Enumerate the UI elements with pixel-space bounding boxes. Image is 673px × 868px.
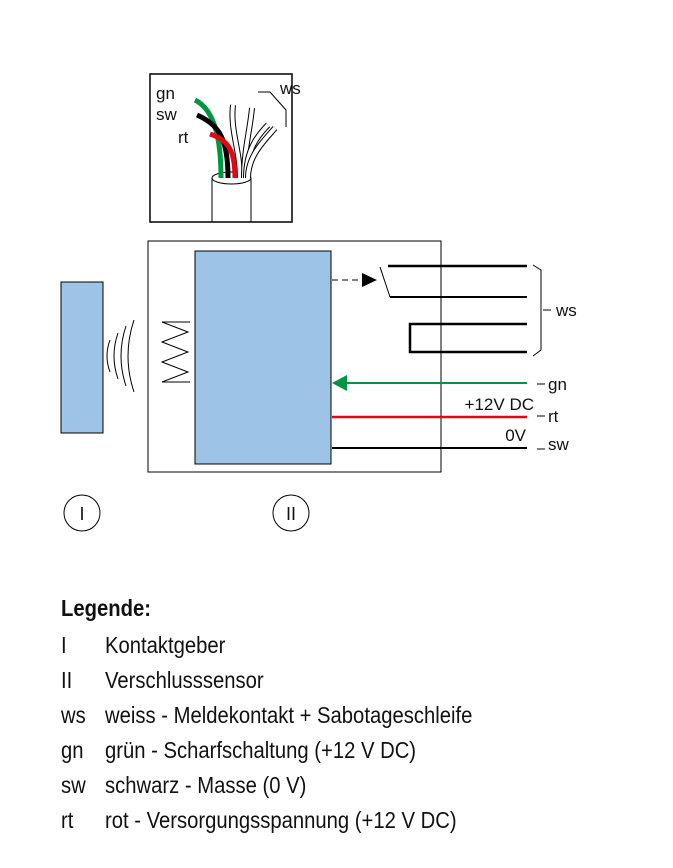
legend-text: Kontaktgeber [105, 632, 226, 658]
legend-abbr: I [61, 632, 67, 658]
legend-abbr: II [61, 667, 73, 693]
ws-bracket [532, 264, 542, 357]
wire-label-ws: ws [555, 301, 577, 320]
legend-abbr: ws [61, 702, 86, 728]
legend-item: gn grün - Scharfschaltung (+12 V DC) [61, 737, 416, 764]
cable-label-rt: rt [178, 128, 189, 147]
legend-title: Legende: [61, 595, 151, 621]
tamper-loop [408, 322, 527, 354]
green-line [332, 375, 527, 391]
legend-text: schwarz - Masse (0 V) [105, 772, 307, 798]
legend-abbr: gn [61, 737, 84, 763]
wire-label-rt: rt [548, 407, 559, 426]
red-wire [209, 131, 238, 179]
coil-icon [160, 321, 190, 383]
legend-item: rt rot - Versorgungsspannung (+12 V DC) [61, 807, 457, 834]
legend-text: grün - Scharfschaltung (+12 V DC) [105, 737, 417, 763]
svg-text:II: II [286, 504, 296, 524]
cable-label-gn: gn [156, 84, 175, 103]
legend-item: sw schwarz - Masse (0 V) [61, 772, 306, 799]
voltage-plus-label: +12V DC [465, 395, 534, 414]
marker-one: I [63, 494, 101, 532]
white-wires [229, 104, 278, 179]
cable-label-sw: sw [156, 105, 178, 124]
voltage-zero-label: 0V [505, 426, 526, 445]
black-wire [195, 112, 231, 179]
signal-waves-icon [106, 319, 135, 393]
legend-text: weiss - Meldekontakt + Sabotageschleife [105, 702, 473, 728]
legend-abbr: rt [61, 807, 74, 833]
legend-item: II Verschlusssensor [61, 667, 264, 694]
legend-item: ws weiss - Meldekontakt + Sabotageschleif… [61, 702, 472, 729]
wire-label-sw: sw [548, 435, 570, 454]
legend-text: rot - Versorgungsspannung (+12 V DC) [105, 807, 457, 833]
legend-abbr: sw [61, 772, 86, 798]
cable-label-ws: ws [279, 79, 301, 98]
marker-two: II [272, 494, 310, 532]
sensor-electronics [194, 250, 332, 465]
reed-switch [332, 264, 527, 298]
svg-text:I: I [79, 504, 84, 524]
cable-detail: gn sw rt ws [149, 73, 301, 223]
legend-item: I Kontaktgeber [61, 632, 225, 659]
wire-label-gn: gn [548, 375, 567, 394]
contact-actuator [60, 281, 104, 434]
legend-text: Verschlusssensor [105, 667, 264, 693]
